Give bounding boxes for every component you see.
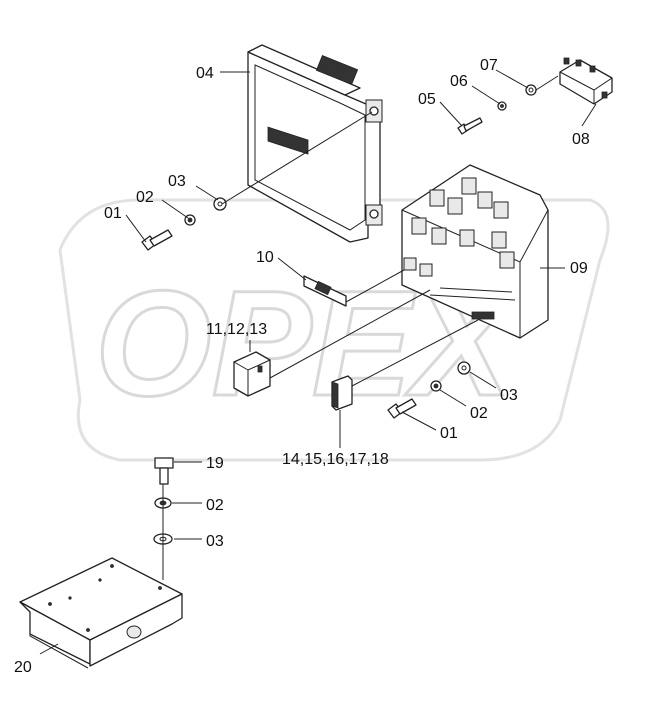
callout-11-13: 11,12,13 bbox=[206, 321, 267, 338]
callout-02a: 02 bbox=[136, 189, 154, 206]
upper-fastener-set[interactable] bbox=[457, 84, 537, 135]
callout-20: 20 bbox=[14, 659, 32, 676]
controller-box-20[interactable] bbox=[19, 557, 183, 669]
callout-01a: 01 bbox=[104, 205, 122, 222]
callout-01b: 01 bbox=[440, 425, 458, 442]
relay-11-13[interactable] bbox=[233, 351, 271, 397]
screw-05[interactable] bbox=[457, 117, 483, 135]
callout-06: 06 bbox=[450, 73, 468, 90]
right-fastener-set[interactable] bbox=[387, 361, 471, 419]
callout-09: 09 bbox=[570, 260, 588, 277]
callout-14-18: 14,15,16,17,18 bbox=[282, 451, 389, 468]
relay-connector-08[interactable] bbox=[559, 57, 613, 105]
callout-10: 10 bbox=[256, 249, 274, 266]
callout-05: 05 bbox=[418, 91, 436, 108]
callout-19: 19 bbox=[206, 455, 224, 472]
callout-08: 08 bbox=[572, 131, 590, 148]
callout-07: 07 bbox=[480, 57, 498, 74]
bolt-19[interactable] bbox=[154, 457, 174, 485]
callout-03a: 03 bbox=[168, 173, 186, 190]
callout-02b: 02 bbox=[470, 405, 488, 422]
flat-washer-03[interactable] bbox=[213, 197, 227, 211]
leader-lines bbox=[39, 69, 597, 655]
callout-03c: 03 bbox=[206, 533, 224, 550]
callout-04: 04 bbox=[196, 65, 214, 82]
bracket-10[interactable] bbox=[303, 275, 347, 307]
flat-washer-07[interactable] bbox=[525, 84, 537, 96]
fuse-14-18[interactable] bbox=[331, 375, 353, 411]
callout-labels: 04 03 02 01 07 06 05 08 10 09 11,12,13 0… bbox=[14, 57, 590, 676]
flat-washer-03b[interactable] bbox=[457, 361, 471, 375]
callout-03b: 03 bbox=[500, 387, 518, 404]
left-fastener-set[interactable] bbox=[141, 197, 227, 251]
callout-02c: 02 bbox=[206, 497, 224, 514]
fuse-relay-box-09[interactable] bbox=[401, 164, 549, 339]
cap-screw-01[interactable] bbox=[141, 229, 173, 251]
cap-screw-01b[interactable] bbox=[387, 398, 417, 419]
ecu-module[interactable] bbox=[247, 44, 383, 243]
